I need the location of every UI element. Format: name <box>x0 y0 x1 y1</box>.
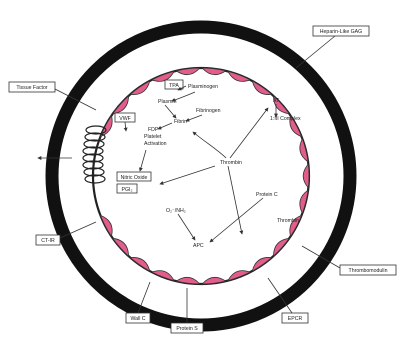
svg-text:Nitric Oxide: Nitric Oxide <box>121 175 148 181</box>
endothelial-cell <box>175 276 201 285</box>
svg-text:Protein S: Protein S <box>176 326 198 332</box>
label-plasminogen: Plasminogen <box>188 84 218 90</box>
endothelial-cell <box>99 214 113 238</box>
endothelial-cell <box>289 114 303 138</box>
label-pgi2: PGI₂ <box>116 183 138 194</box>
label-tissue-factor: Tissue Factor <box>8 81 56 93</box>
arrow-thrombin-fibrin <box>192 131 227 159</box>
label-wall-c: Wall C <box>125 312 151 324</box>
label-ct: CT-IR <box>35 234 61 246</box>
svg-text:Wall C: Wall C <box>130 316 145 322</box>
coil-structure <box>82 125 107 184</box>
arrow-o2-apc <box>177 213 196 241</box>
label-o2-nh2: O₂⁻/NH₂ <box>166 208 186 214</box>
arrow-fibrinogen-fibrin <box>185 114 203 122</box>
arrow-platelet-no <box>138 149 147 172</box>
label-tpa: TPA <box>164 79 184 90</box>
endothelial-cell <box>129 257 151 272</box>
endothelial-cell <box>150 270 175 282</box>
label-protein-s: Protein S <box>170 322 204 334</box>
svg-text:CT-IR: CT-IR <box>41 238 55 244</box>
label-epcr: EPCR <box>281 312 309 324</box>
svg-text:EPCR: EPCR <box>288 316 303 322</box>
label-fibrin: Fibrin <box>174 119 187 125</box>
arrow-vwf <box>123 121 128 132</box>
endothelial-cell <box>227 70 252 82</box>
label-fdp: FDP <box>148 127 159 133</box>
label-fibrinogen: Fibrinogen <box>196 108 221 114</box>
label-thrombin: Thrombin <box>220 160 242 166</box>
endothelial-cell <box>251 80 273 95</box>
endothelial-cell <box>150 70 175 82</box>
label-platelet-activation-1: Platelet <box>144 134 162 140</box>
label-iii-complex: 1:III Complex <box>270 116 301 122</box>
arrow-plasmin-fibrin <box>164 104 177 119</box>
svg-text:TPA: TPA <box>169 83 179 89</box>
arrow-thrombin-at <box>229 107 269 159</box>
arrow-thrombin-apc <box>227 165 244 235</box>
svg-text:PGI₂: PGI₂ <box>122 187 133 193</box>
label-platelet-activation-2: Activation <box>144 141 167 147</box>
svg-text:Heparin-Like GAG: Heparin-Like GAG <box>320 29 362 35</box>
label-heparin-like-gag: Heparin-Like GAG <box>312 25 370 37</box>
endothelial-cell <box>299 137 309 163</box>
endothelial-cells <box>99 67 310 285</box>
svg-text:Thrombomodulin: Thrombomodulin <box>349 268 388 274</box>
label-thrombin-inner: Thrombin <box>277 218 299 224</box>
endothelial-cell <box>111 237 129 257</box>
endothelial-cell <box>175 67 201 76</box>
endothelial-cell <box>201 67 227 76</box>
label-vwf: VWF <box>114 112 136 123</box>
endothelial-cell <box>273 95 291 115</box>
arrow-plasminogen-plasmin <box>171 91 196 102</box>
endothelial-cell <box>251 257 273 272</box>
arrow-proteinc-apc <box>209 197 264 243</box>
endothelial-cell <box>302 163 310 189</box>
label-plasmin: Plasmin <box>158 99 177 105</box>
arrow-fibrin-fdp <box>157 122 173 130</box>
arrow-plasminogen-tpa <box>177 85 187 91</box>
label-nitric-oxide: Nitric Oxide <box>116 171 152 182</box>
label-thrombomodulin: Thrombomodulin <box>339 264 397 276</box>
endothelial-cell <box>201 276 227 285</box>
endothelial-cell <box>227 270 252 282</box>
endothelial-cell <box>129 80 151 95</box>
label-protein-c: Protein C <box>256 192 278 198</box>
label-at: AT <box>273 98 280 104</box>
endothelial-cell <box>299 189 309 215</box>
arrow-thrombin-pgi2 <box>159 165 216 185</box>
endothelial-cell <box>111 95 129 115</box>
label-apc: APC <box>193 243 204 249</box>
endothelial-cell <box>289 214 303 238</box>
endothelial-cell <box>273 237 291 257</box>
svg-text:VWF: VWF <box>119 116 131 122</box>
svg-text:Tissue Factor: Tissue Factor <box>16 85 48 91</box>
